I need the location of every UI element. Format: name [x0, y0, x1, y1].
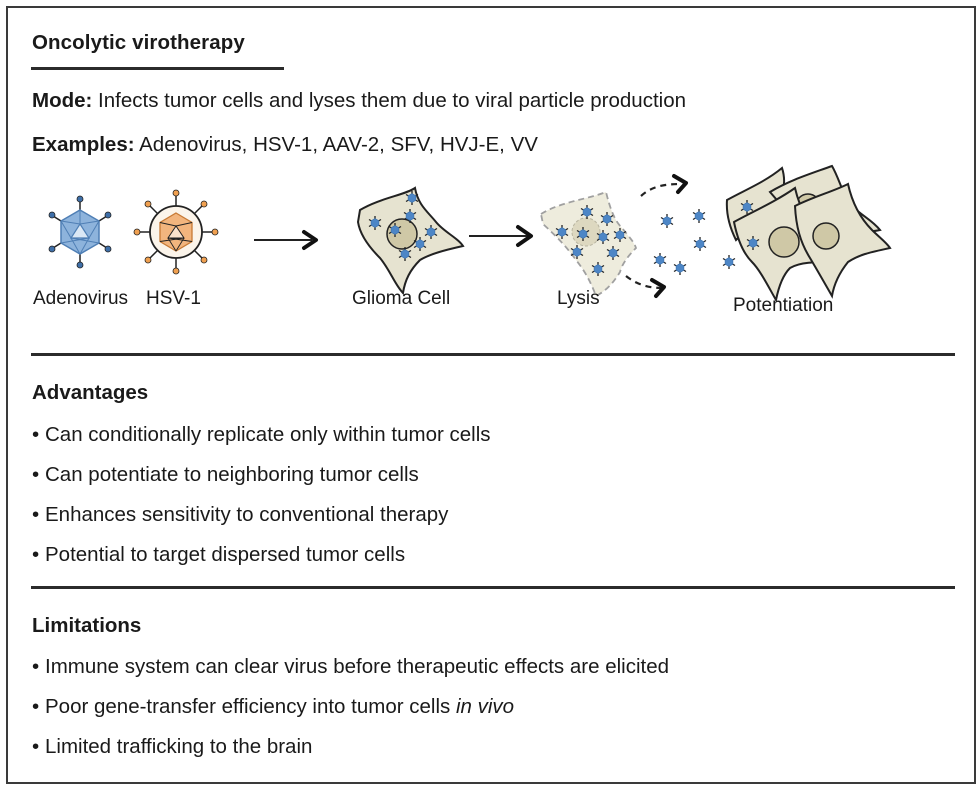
advantage-item: •Enhances sensitivity to conventional th…: [32, 503, 449, 526]
limitation-item: •Poor gene-transfer efficiency into tumo…: [32, 695, 515, 718]
title-underline: [31, 67, 284, 70]
mode-line: Mode: Infects tumor cells and lyses them…: [32, 89, 686, 113]
bullet-icon: •: [32, 735, 40, 758]
arrow-to-lysis-icon: [469, 225, 533, 247]
limitation-item: •Immune system can clear virus before th…: [32, 655, 670, 678]
virotherapy-diagram: Adenovirus HSV-1 Glioma Cell Lysis Poten…: [0, 150, 980, 330]
dashed-arrow-up-icon: [640, 174, 688, 197]
hsv1-icon: [133, 189, 219, 275]
bullet-icon: •: [32, 695, 40, 718]
bullet-icon: •: [32, 655, 40, 678]
released-particles-icon: [653, 208, 736, 276]
arrow-to-glioma-icon: [254, 230, 318, 250]
bullet-icon: •: [32, 423, 40, 446]
limitations-title: Limitations: [32, 614, 142, 637]
advantage-item: •Can conditionally replicate only within…: [32, 423, 491, 446]
advantage-item: •Potential to target dispersed tumor cel…: [32, 543, 406, 566]
section-divider: [31, 586, 955, 589]
mode-label: Mode:: [32, 89, 93, 112]
label-adenovirus: Adenovirus: [33, 288, 129, 309]
bullet-icon: •: [32, 543, 40, 566]
panel-title: Oncolytic virotherapy: [32, 31, 245, 54]
examples-text: Adenovirus, HSV-1, AAV-2, SFV, HVJ-E, VV: [134, 133, 538, 156]
examples-label: Examples:: [32, 133, 135, 156]
diagram-svg: [48, 164, 892, 303]
dashed-arrow-down-icon: [625, 275, 666, 298]
label-potentiation: Potentiation: [733, 295, 834, 316]
limitation-item: •Limited trafficking to the brain: [32, 735, 313, 758]
mode-text: Infects tumor cells and lyses them due t…: [92, 89, 686, 112]
advantages-title: Advantages: [32, 381, 149, 404]
label-glioma-cell: Glioma Cell: [352, 288, 451, 309]
adenovirus-icon: [48, 195, 112, 269]
bullet-icon: •: [32, 503, 40, 526]
section-divider: [31, 353, 955, 356]
glioma-cell-icon: [356, 186, 465, 296]
lysis-cell-icon: [539, 190, 638, 298]
potentiation-cells-icon: [725, 164, 892, 303]
examples-line: Examples: Adenovirus, HSV-1, AAV-2, SFV,…: [32, 133, 538, 157]
in-vivo-italic: in vivo: [455, 695, 515, 718]
bullet-icon: •: [32, 463, 40, 486]
advantage-item: •Can potentiate to neighboring tumor cel…: [32, 463, 419, 486]
label-lysis: Lysis: [557, 288, 600, 309]
panel-frame: [6, 6, 976, 784]
label-hsv1: HSV-1: [146, 288, 201, 309]
